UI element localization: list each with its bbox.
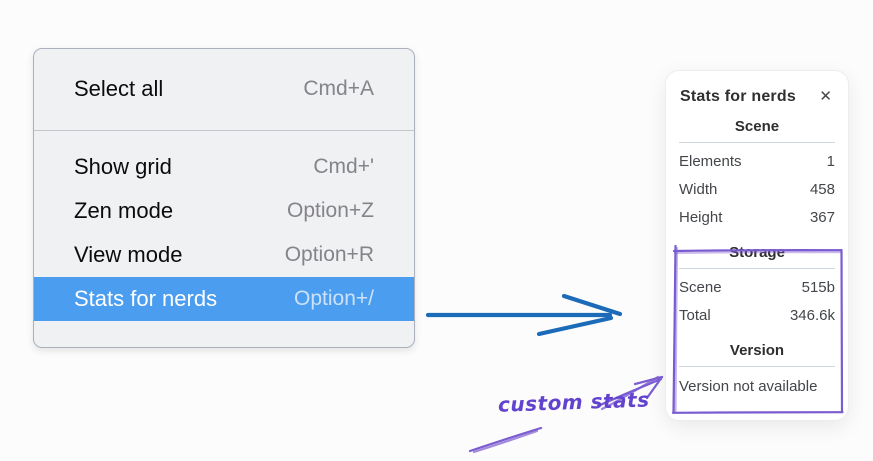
menu-item-view-mode[interactable]: View mode Option+R [34,233,414,277]
stat-label: Width [679,181,718,198]
stat-row-height: Height 367 [678,204,836,232]
menu-item-zen-mode[interactable]: Zen mode Option+Z [34,189,414,233]
menu-item-select-all[interactable]: Select all Cmd+A [34,67,414,111]
stat-row-elements: Elements 1 [678,148,836,176]
stats-panel-title: Stats for nerds [680,87,796,105]
stat-value: 1 [826,153,835,170]
version-note: Version not available [679,378,818,395]
menu-item-show-grid[interactable]: Show grid Cmd+' [34,145,414,189]
section-divider [679,268,835,269]
menu-item-shortcut: Option+/ [294,287,374,310]
menu-item-shortcut: Cmd+' [313,155,374,178]
section-divider [679,142,835,143]
menu-item-label: Stats for nerds [74,286,218,311]
stat-value: 515b [801,279,835,296]
context-menu: Select all Cmd+A Show grid Cmd+' Zen mod… [33,48,415,348]
stat-value: 367 [809,209,835,226]
menu-item-label: Select all [74,76,164,101]
section-header-scene: Scene [734,118,780,135]
stat-row-scene-storage: Scene 515b [678,274,836,302]
menu-item-shortcut: Cmd+A [303,77,374,100]
menu-item-label: Show grid [74,154,172,179]
menu-section-top: Select all Cmd+A [34,49,414,130]
stat-value: 458 [809,181,835,198]
menu-section-main: Show grid Cmd+' Zen mode Option+Z View m… [34,131,414,347]
menu-item-shortcut: Option+R [284,243,374,266]
menu-divider [34,130,414,131]
menu-item-label: View mode [74,242,183,267]
stats-for-nerds-panel: Stats for nerds ✕ Scene Elements 1 Width… [665,70,849,421]
section-header-storage: Storage [729,244,785,261]
close-icon[interactable]: ✕ [819,88,832,105]
stat-label: Total [679,307,711,324]
section-header-version: Version [729,342,785,359]
menu-item-stats-for-nerds[interactable]: Stats for nerds Option+/ [34,277,414,321]
stats-panel-header: Stats for nerds ✕ [680,87,834,106]
stat-row-width: Width 458 [678,176,836,204]
stat-value: 346.6k [789,307,835,324]
stat-label: Scene [679,279,722,296]
menu-item-shortcut: Option+Z [287,199,374,222]
hand-drawn-underline [468,426,543,454]
stat-label: Height [679,209,723,226]
stat-label: Elements [679,153,742,170]
custom-stats-label: custom stats [497,387,650,417]
stat-row-total-storage: Total 346.6k [678,302,836,330]
menu-item-label: Zen mode [74,198,174,223]
blue-arrow [425,293,623,337]
section-divider [679,366,835,367]
